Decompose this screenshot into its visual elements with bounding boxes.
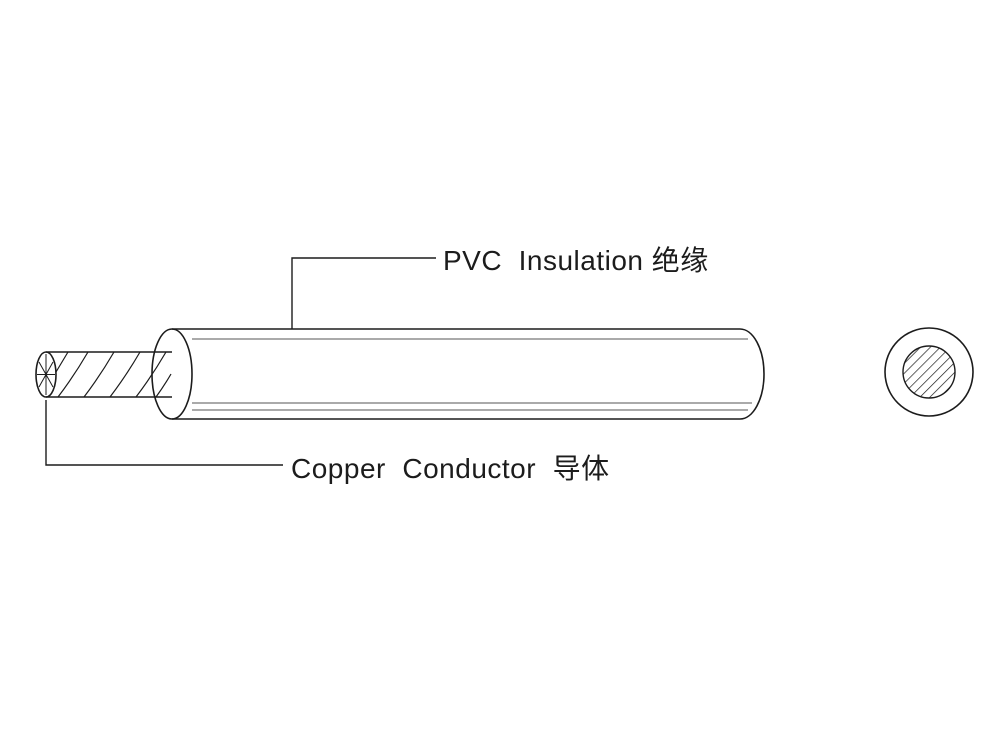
strand-end-lines (37, 354, 55, 395)
copper-conductor (35, 351, 172, 398)
cross-section-conductor-core (902, 345, 956, 399)
strand-twist-lines (55, 351, 172, 398)
conductor-label: Copper Conductor 导体 (291, 453, 610, 484)
pvc-insulation-body (151, 328, 765, 420)
cross-section-view (884, 327, 974, 417)
leader-line-conductor (45, 400, 283, 466)
surface-highlight-lines (192, 338, 752, 411)
insulation-label: PVC Insulation 绝缘 (443, 245, 709, 276)
leader-line-insulation (291, 257, 436, 329)
